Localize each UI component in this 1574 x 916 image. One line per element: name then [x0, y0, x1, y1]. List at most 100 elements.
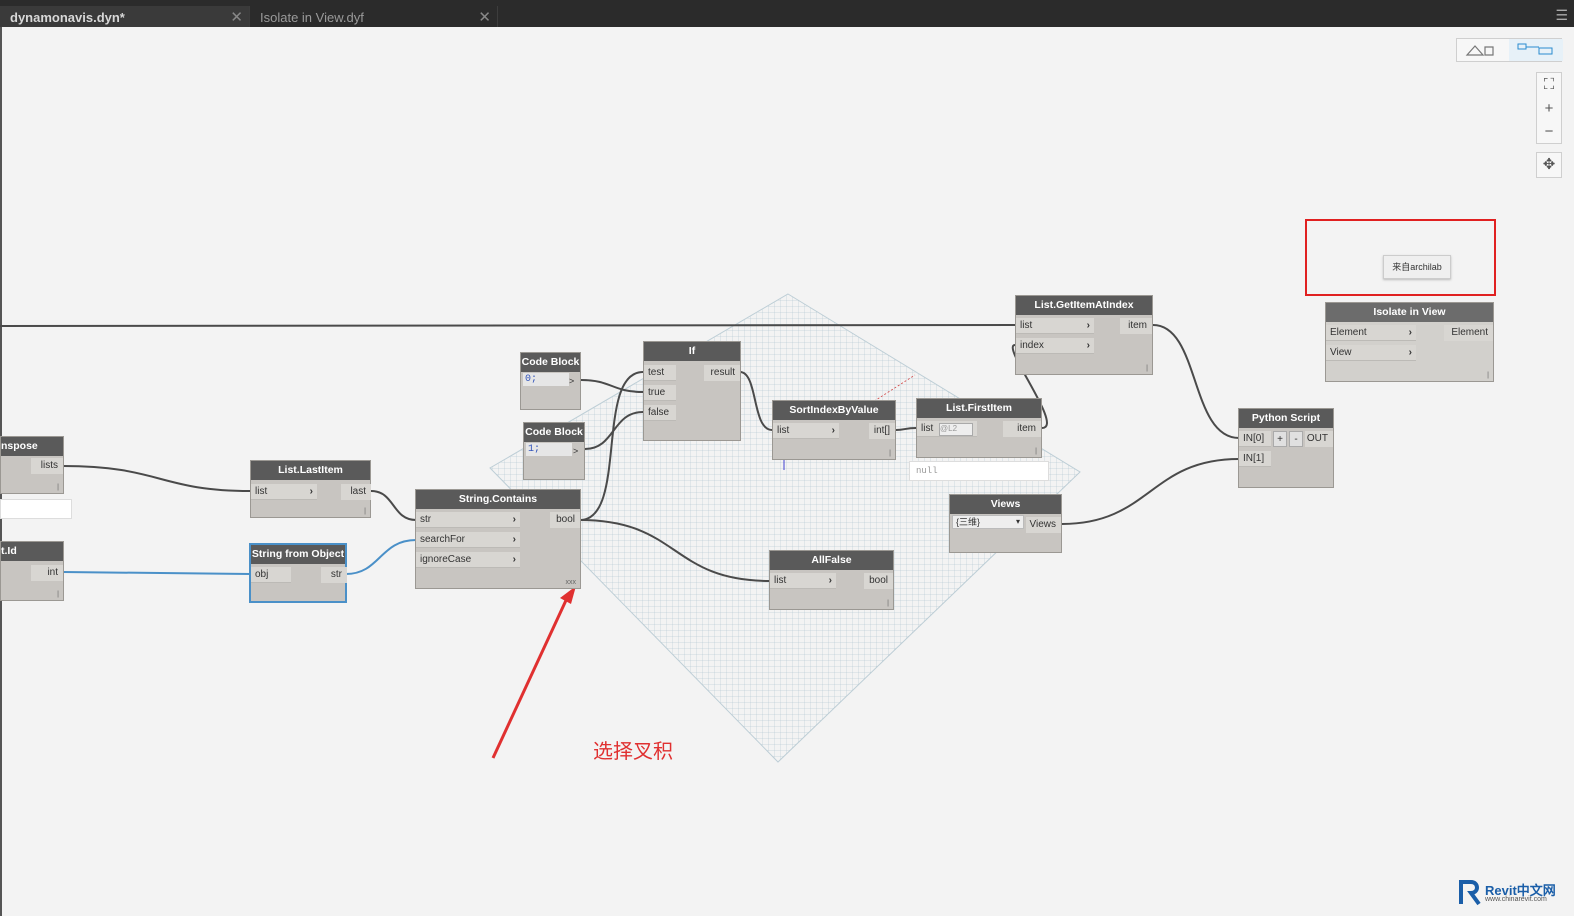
input-port[interactable]: View›	[1326, 345, 1416, 361]
node-list-lastitem[interactable]: List.LastItem list› last |	[250, 460, 371, 518]
close-icon[interactable]: ✕	[478, 9, 491, 26]
node-title: String from Object	[251, 545, 345, 564]
node-code-block[interactable]: Code Block 1; >	[523, 422, 585, 480]
geometry-view-icon[interactable]	[1465, 43, 1501, 57]
node-isolate-in-view[interactable]: Isolate in View Element› View› Element |	[1325, 302, 1494, 382]
node-title: nspose	[1, 437, 63, 456]
node-title: Code Block	[524, 423, 584, 442]
lacing-indicator: |	[57, 484, 59, 491]
dropdown-value: {三维}	[956, 517, 981, 527]
input-port[interactable]: index›	[1016, 338, 1094, 354]
node-views[interactable]: Views {三维}▾ Views	[949, 494, 1062, 553]
wire	[895, 427, 917, 431]
node-title: Python Script	[1239, 409, 1333, 428]
node-title: Isolate in View	[1326, 303, 1493, 322]
lacing-indicator[interactable]: xxx	[565, 579, 577, 586]
node-title: SortIndexByValue	[773, 401, 895, 420]
tab-isolate-in-view[interactable]: Isolate in View.dyf ✕	[250, 6, 498, 27]
input-port[interactable]: str›	[416, 512, 520, 528]
view-toggle[interactable]	[1456, 38, 1563, 62]
list-level-selector[interactable]: @L2	[939, 423, 974, 436]
output-port[interactable]: Element	[1444, 325, 1493, 341]
wire	[370, 490, 417, 521]
chevron-down-icon: ▾	[1015, 517, 1020, 526]
close-icon[interactable]: ✕	[230, 9, 243, 26]
tab-label: Isolate in View.dyf	[260, 10, 364, 25]
port-label: list	[921, 423, 934, 434]
input-port[interactable]: obj	[251, 567, 291, 583]
node-title: AllFalse	[770, 551, 893, 570]
output-port[interactable]: OUT	[1305, 431, 1333, 447]
input-port[interactable]: list›	[251, 484, 317, 500]
output-port[interactable]: item	[1003, 421, 1041, 437]
node-title: Code Block	[521, 353, 580, 372]
node-sortindexbyvalue[interactable]: SortIndexByValue list› int[] |	[772, 400, 896, 460]
pan-icon[interactable]: ✥	[1536, 152, 1562, 178]
output-port[interactable]: last	[341, 484, 371, 500]
selected-wire	[345, 539, 417, 575]
output-port[interactable]: bool	[864, 573, 893, 589]
input-port[interactable]: IN[0]	[1239, 431, 1271, 447]
node-title: String.Contains	[416, 490, 580, 509]
hamburger-icon[interactable]: ☰	[1555, 7, 1568, 23]
node-title: t.Id	[1, 542, 63, 561]
input-port[interactable]: ignoreCase›	[416, 552, 520, 568]
input-port[interactable]: list›	[1016, 318, 1094, 334]
tab-dynamonavis[interactable]: dynamonavis.dyn* ✕	[0, 6, 250, 27]
wire	[580, 379, 644, 393]
wire	[62, 465, 251, 492]
remove-input-button[interactable]: -	[1289, 431, 1303, 447]
zoom-out-icon[interactable]: −	[1544, 123, 1554, 140]
highlight-box	[1305, 219, 1496, 296]
watermark: Revit中文网 www.chinarevit.com	[1455, 878, 1565, 908]
port-label: str	[420, 514, 432, 525]
views-dropdown[interactable]: {三维} ▾	[952, 515, 1024, 529]
port-label: ignoreCase	[420, 554, 472, 565]
output-port[interactable]: int[]	[869, 423, 895, 439]
output-port[interactable]: Views	[1026, 517, 1061, 533]
zoom-fit-icon[interactable]: ⛶	[1543, 76, 1555, 93]
output-port[interactable]: bool	[550, 512, 580, 528]
output-port[interactable]: int	[31, 565, 63, 581]
revit-logo-icon	[1459, 880, 1481, 906]
node-transpose[interactable]: nspose lists |	[0, 436, 64, 494]
add-input-button[interactable]: +	[1273, 431, 1287, 447]
port-label: list	[255, 486, 268, 497]
input-port[interactable]: searchFor›	[416, 532, 520, 548]
input-port[interactable]: IN[1]	[1239, 451, 1271, 467]
annotation-arrow	[491, 595, 570, 759]
graph-view-icon[interactable]	[1509, 39, 1563, 61]
node-list-getitematindex[interactable]: List.GetItemAtIndex list› index› item |	[1015, 295, 1153, 375]
output-port[interactable]: >	[569, 376, 575, 386]
zoom-in-icon[interactable]: +	[1544, 100, 1554, 117]
input-port[interactable]: Element›	[1326, 325, 1416, 341]
code-input[interactable]: 0;	[523, 373, 569, 386]
code-input[interactable]: 1;	[526, 443, 572, 456]
input-port[interactable]: test	[644, 365, 676, 381]
package-tooltip: 来自archilab	[1383, 255, 1451, 279]
output-port[interactable]: result	[704, 365, 740, 381]
lacing-indicator: |	[887, 600, 889, 607]
input-port[interactable]: list›	[770, 573, 836, 589]
node-if[interactable]: If test true false result	[643, 341, 741, 441]
node-python-script[interactable]: Python Script IN[0] IN[1] + - OUT	[1238, 408, 1334, 488]
node-allfalse[interactable]: AllFalse list› bool |	[769, 550, 894, 610]
node-string-contains[interactable]: String.Contains str› searchFor› ignoreCa…	[415, 489, 581, 589]
lacing-indicator: |	[1487, 372, 1489, 379]
node-string-from-object[interactable]: String from Object obj str	[249, 543, 347, 603]
preview-bubble: null	[909, 461, 1049, 481]
output-port[interactable]: >	[573, 446, 579, 456]
preview-bubble	[0, 499, 72, 519]
wire	[579, 519, 771, 582]
input-port[interactable]: true	[644, 385, 676, 401]
output-port[interactable]: item	[1120, 318, 1152, 334]
output-port[interactable]: str	[321, 567, 347, 583]
node-list-firstitem[interactable]: List.FirstItem list @L2 item |	[916, 398, 1042, 458]
input-port[interactable]: list›	[773, 423, 839, 439]
node-code-block[interactable]: Code Block 0; >	[520, 352, 581, 410]
input-port[interactable]: list @L2	[917, 421, 977, 437]
lacing-indicator: |	[889, 450, 891, 457]
input-port[interactable]: false	[644, 405, 676, 421]
node-get-id[interactable]: t.Id int |	[0, 541, 64, 601]
output-port[interactable]: lists	[31, 458, 63, 474]
